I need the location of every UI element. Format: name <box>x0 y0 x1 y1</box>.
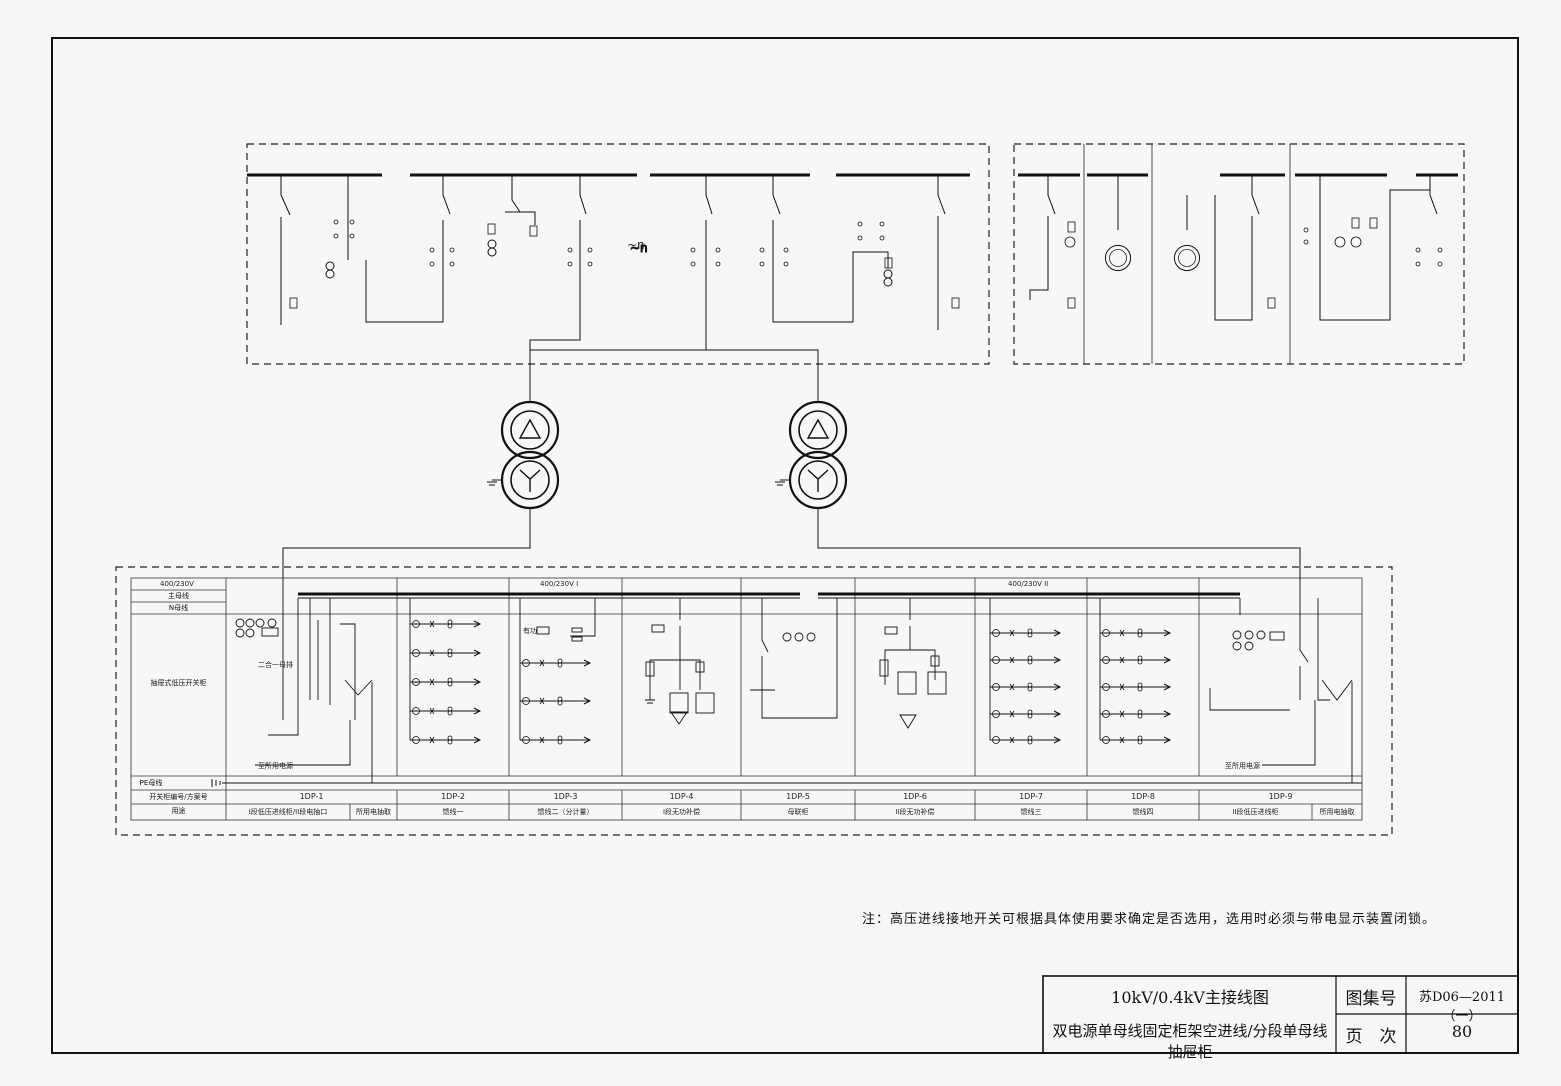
transformer-1 <box>487 400 560 510</box>
cabinet-no-8: 1DP-8 <box>1131 792 1155 801</box>
lv-switchgear-enclosure <box>115 566 1393 836</box>
feeder-rows <box>409 619 1171 745</box>
dp1-label-b: 至所用电源 <box>258 762 293 770</box>
cabinet-usage-8: 馈线四 <box>1132 808 1154 816</box>
cabinet-usage-2: 馈线一 <box>442 808 464 816</box>
cabinet-usage-5: 母联柜 <box>787 808 809 816</box>
cabinet-no-5: 1DP-5 <box>786 792 810 801</box>
usage-header: 用途 <box>171 807 186 815</box>
cabinet-usage-3: 馈线二（分计量） <box>537 808 594 816</box>
cabinet-usage-9: II段低压进线柜 <box>1232 808 1279 816</box>
cabinet-no-4: 1DP-4 <box>669 792 694 801</box>
cabinet-usage-7: 馈线三 <box>1020 808 1042 816</box>
cabinet-no-3: 1DP-3 <box>553 792 578 801</box>
lv-table-grid <box>130 577 1363 821</box>
lv-circuits <box>235 580 1353 783</box>
page-label: 页 次 <box>1345 1027 1397 1047</box>
cabinet-no-7: 1DP-7 <box>1019 792 1043 801</box>
pe-bus-header: PE母线 <box>139 779 163 787</box>
cabinet-no-2: 1DP-2 <box>441 792 465 801</box>
title-block-frame <box>1042 975 1519 1054</box>
cabinet-no-6: 1DP-6 <box>903 792 927 801</box>
switchgear-header: 抽屉式低压开关柜 <box>150 679 207 687</box>
cabinet-usage-4: I段无功补偿 <box>662 808 701 816</box>
n-bus-header: N母线 <box>168 604 189 612</box>
atlas-value: 苏D06—2011（一） <box>1418 990 1506 1024</box>
lv-voltage-label: 400/230V <box>160 580 194 588</box>
cabinet-no-1: 1DP-1 <box>299 792 324 801</box>
dp9-label-a: 至所用电源 <box>1225 762 1260 770</box>
transformer-leads <box>282 349 1301 580</box>
transformer-2 <box>775 400 848 510</box>
page-value: 80 <box>1451 1022 1473 1041</box>
cabinet-usage-6: II段无功补偿 <box>895 808 935 816</box>
hv-tie-label: ~n <box>627 238 645 252</box>
svg-text:~n: ~n <box>630 241 648 255</box>
hv-switchgear-enclosure <box>246 143 1465 365</box>
cabinet-usage-1b: 所用电抽取 <box>356 808 391 816</box>
atlas-label: 图集号 <box>1345 989 1397 1009</box>
lv-bus2-label: 400/230V II <box>1008 580 1049 588</box>
cabinet-no-9: 1DP-9 <box>1268 792 1293 801</box>
title-line-2: 双电源单母线固定柜架空进线/分段单母线抽屉柜 <box>1052 1022 1328 1061</box>
dp3-meter-label: 有功 <box>523 627 537 635</box>
cabinet-no-header: 开关柜编号/方案号 <box>149 793 208 801</box>
main-bus-header: 主母线 <box>168 592 189 600</box>
dp1-label-a: 二合一母排 <box>258 661 293 669</box>
drawing-note: 注：高压进线接地开关可根据具体使用要求确定是否选用，选用时必须与带电显示装置闭锁… <box>862 912 1437 927</box>
cabinet-usage-1: I段低压进线柜/II段电抽口 <box>248 808 328 816</box>
pe-bus <box>211 779 1362 787</box>
hv-symbols <box>289 217 1443 309</box>
title-line-1: 10kV/0.4kV主接线图 <box>1111 988 1269 1007</box>
hv-feeders: ~n <box>280 175 1438 351</box>
cabinet-usage-9b: 所用电抽取 <box>1319 808 1355 816</box>
lv-bus1-label: 400/230V I <box>540 580 579 588</box>
